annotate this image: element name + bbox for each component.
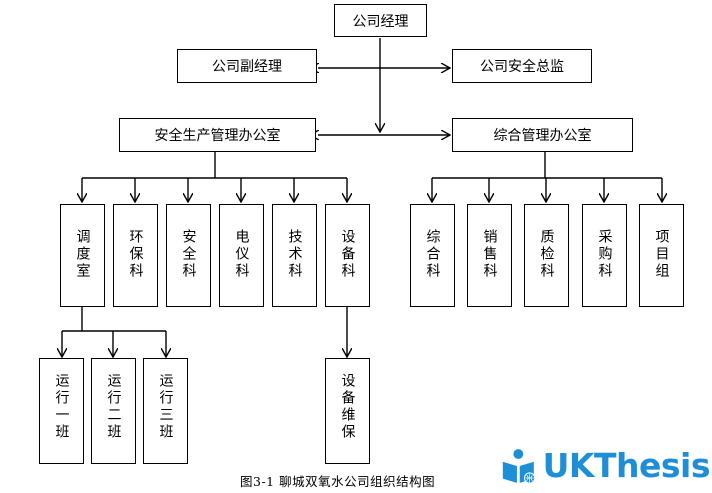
node-team-three: 运行三班 [143,358,188,464]
brand-name: UKThesis [542,446,711,485]
node-environment-dept: 环保科 [113,204,158,307]
node-purchasing-dept: 采购科 [582,204,627,307]
node-safety-office: 安全生产管理办公室 [119,118,316,152]
node-technical-dept: 技术科 [272,204,317,307]
node-label: 综合科 [424,229,441,280]
node-label: 销售科 [481,229,498,280]
node-label: 技术科 [286,229,303,280]
node-label: 设备维保 [339,373,356,441]
node-general-dept: 综合科 [410,204,455,307]
node-label: 环保科 [127,229,144,280]
node-label: 安全科 [180,229,197,280]
node-label: 公司经理 [352,13,409,30]
node-label: 安全生产管理办公室 [154,128,281,144]
node-sales-dept: 销售科 [467,204,512,307]
node-label: 质检科 [538,229,555,280]
node-project-group: 项目组 [639,204,684,307]
node-equipment-dept: 设备科 [325,204,370,307]
node-label: 采购科 [596,229,613,280]
node-label: 运行一班 [53,373,70,441]
node-label: 调度室 [74,229,91,280]
node-label: 设备科 [339,229,356,280]
node-company-manager: 公司经理 [334,4,427,37]
node-team-one: 运行一班 [39,358,84,464]
node-dispatch-room: 调度室 [60,204,105,307]
node-safety-dept: 安全科 [166,204,211,307]
node-equipment-maintenance: 设备维保 [325,358,370,464]
node-label: 公司副经理 [212,59,282,75]
ukthesis-logo: UKThesis [500,438,711,493]
node-label: 项目组 [653,229,670,280]
node-deputy-manager: 公司副经理 [177,49,317,83]
node-team-two: 运行二班 [91,358,136,464]
node-label: 运行三班 [157,373,174,441]
node-safety-director: 公司安全总监 [452,49,592,83]
node-label: 公司安全总监 [480,59,564,75]
node-general-office: 综合管理办公室 [452,118,633,152]
node-label: 电仪科 [233,229,250,280]
reader-book-icon [502,448,536,484]
figure-caption: 图3-1 聊城双氧水公司组织结构图 [240,474,436,489]
node-electrical-dept: 电仪科 [219,204,264,307]
node-label: 综合管理办公室 [493,128,592,144]
node-label: 运行二班 [105,373,122,441]
node-quality-dept: 质检科 [524,204,569,307]
